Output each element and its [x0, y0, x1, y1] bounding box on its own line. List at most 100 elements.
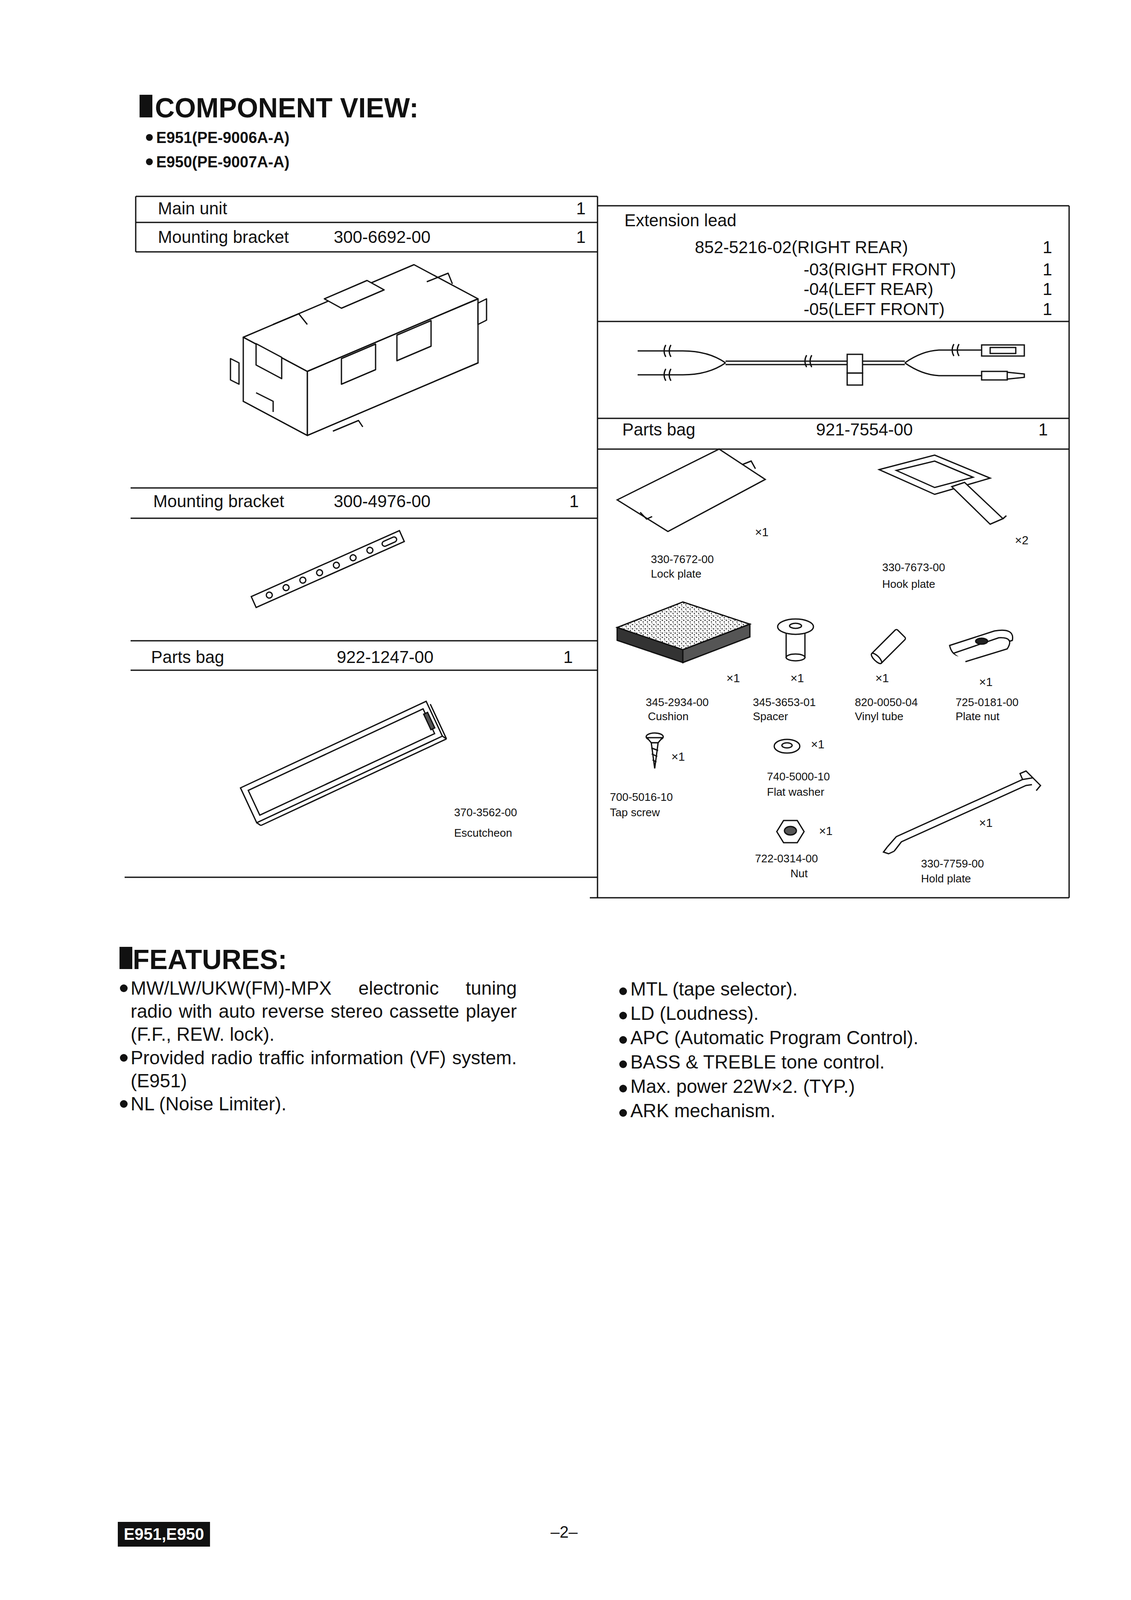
list-bullet: [619, 1011, 627, 1020]
table-rule: [135, 251, 598, 253]
bracket-illustration: [256, 392, 274, 412]
extension-lead-illustration: [637, 350, 726, 363]
hold-plate-illustration: [883, 846, 895, 854]
bracket-illustration: [396, 320, 432, 361]
table-row: Parts bag921-7554-001: [597, 418, 1070, 449]
row-value: 1: [1038, 420, 1048, 438]
escutcheon-illustration: [248, 708, 435, 815]
part-number: 345-3653-01: [752, 696, 816, 708]
row-value: 1: [576, 199, 586, 217]
hold-plate-illustration: [1020, 770, 1033, 780]
flat-washer-illustration: [774, 739, 800, 753]
feature-item: BASS & TREBLE tone control.: [630, 1052, 885, 1072]
table-row: Mounting bracket300-4976-001: [130, 487, 598, 519]
spacer-illustration: [777, 618, 814, 661]
list-bullet: [145, 134, 153, 141]
quantity: ×1: [754, 526, 769, 539]
cushion-illustration: [617, 627, 683, 663]
list-bullet: [145, 158, 153, 166]
table-rule: [130, 487, 598, 489]
part-number: 725-0181-00: [955, 696, 1019, 708]
list-bullet: [619, 987, 627, 995]
table-rule: [124, 876, 598, 878]
quantity: ×1: [726, 672, 741, 685]
part-name: Escutcheon: [454, 827, 513, 839]
part-name: Hook plate: [882, 578, 936, 590]
table-rule: [135, 195, 598, 198]
extension-lead-illustration: [981, 344, 1025, 356]
bracket-illustration: [230, 358, 240, 385]
strip-bracket-illustration: [332, 561, 341, 569]
nut-illustration: [784, 826, 797, 835]
hold-plate-illustration: [883, 770, 1041, 854]
bracket-illustration: [243, 337, 308, 436]
extension-lead-illustration: [847, 354, 863, 374]
row-value: 300-4976-00: [333, 492, 431, 510]
table-rule: [597, 196, 599, 898]
plate-nut-illustration: [975, 638, 988, 645]
row-label: Extension lead: [624, 211, 737, 229]
model-line: E950(PE-9007A-A): [156, 154, 290, 170]
bracket-illustration: [332, 420, 363, 432]
row-value: 1: [1042, 238, 1053, 256]
quantity: ×1: [979, 816, 993, 829]
quantity: ×1: [875, 672, 890, 685]
part-number: 330-7673-00: [882, 561, 945, 573]
part-name: Lock plate: [650, 568, 702, 580]
nut-illustration: [776, 820, 805, 843]
strip-bracket-illustration: [298, 576, 307, 584]
feature-item: Max. power 22W×2. (TYP.): [630, 1076, 855, 1096]
table-rule: [597, 320, 1070, 323]
spacer-illustration: [786, 653, 805, 661]
list-bullet: [619, 1035, 627, 1044]
footer-tab: [117, 1521, 210, 1547]
heading-bullet: [119, 946, 133, 969]
extension-lead-illustration: [637, 343, 1025, 385]
footer-tab: [117, 1521, 210, 1547]
tap-screw-illustration: [647, 737, 663, 743]
strip-bracket-illustration: [251, 530, 405, 608]
list-bullet: [619, 1060, 627, 1068]
part-number: 345-2934-00: [645, 696, 709, 708]
part-number: 330-7672-00: [650, 553, 714, 565]
quantity: ×1: [790, 672, 805, 685]
escutcheon-illustration: [240, 699, 447, 827]
row-value: -05(LEFT FRONT): [803, 300, 945, 318]
feature-item: APC (Automatic Program Control).: [630, 1028, 919, 1047]
strip-bracket-illustration: [251, 530, 405, 608]
bracket-illustration: [230, 264, 487, 436]
extension-lead-illustration: [952, 343, 960, 356]
extension-lead-illustration: [904, 349, 982, 363]
row-value: 1: [576, 228, 586, 246]
row-value: 1: [563, 648, 573, 666]
flat-washer-illustration: [774, 739, 800, 753]
model-line: E951(PE-9006A-A): [156, 130, 290, 146]
bracket-illustration: [273, 313, 308, 325]
footer-model: E951,E950: [123, 1525, 205, 1543]
hold-plate-illustration: [887, 777, 1041, 847]
spacer-illustration: [777, 618, 814, 635]
list-bullet: [619, 1084, 627, 1093]
strip-bracket-illustration: [282, 583, 290, 592]
escutcheon-illustration: [260, 738, 447, 826]
part-name: Plate nut: [955, 710, 1000, 722]
bracket-illustration: [307, 298, 479, 436]
tap-screw-illustration: [651, 742, 659, 769]
feature-item: LD (Loudness).: [630, 1003, 759, 1023]
cushion-illustration: [682, 623, 750, 663]
row-label: Parts bag: [622, 420, 696, 438]
hook-plate-illustration: [879, 454, 991, 495]
strip-bracket-illustration: [381, 536, 398, 548]
heading-bullet: [139, 94, 153, 118]
hook-plate-illustration: [1002, 515, 1007, 519]
escutcheon-illustration: [430, 703, 447, 739]
part-name: Nut: [790, 867, 808, 879]
feature-item: Provided radio traffic information (VF) …: [130, 1046, 517, 1093]
list-bullet: [619, 1108, 627, 1117]
bracket-illustration: [478, 298, 487, 325]
hook-plate-illustration: [951, 482, 1003, 525]
table-row: Parts bag922-1247-001: [130, 640, 598, 671]
row-label: Mounting bracket: [153, 492, 285, 510]
escutcheon-illustration: [256, 821, 262, 827]
row-value: 1: [1042, 260, 1053, 278]
